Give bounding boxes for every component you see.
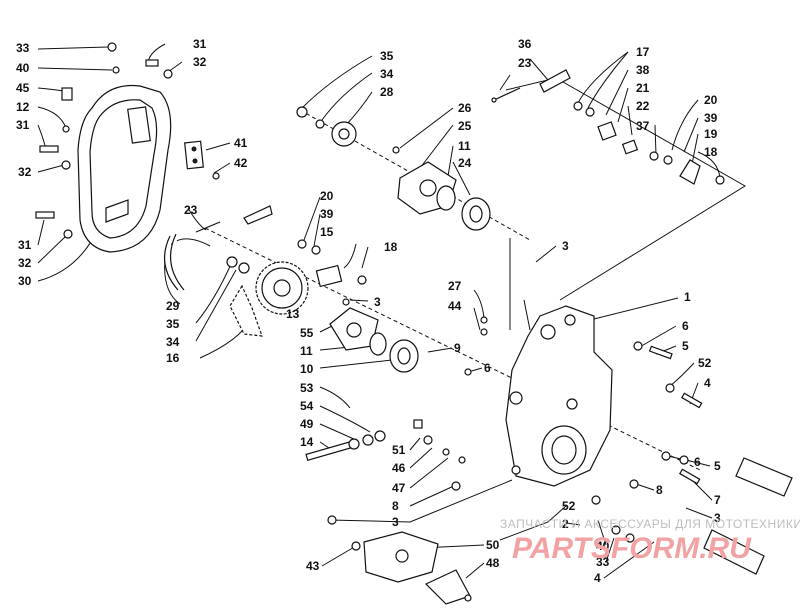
callout-label-6: 6 — [682, 319, 689, 333]
callout-label-5: 5 — [682, 339, 689, 353]
callout-label-5: 5 — [714, 459, 721, 473]
chaincase-cover — [77, 84, 172, 253]
bolt-14-stack — [305, 419, 466, 491]
callout-label-37: 37 — [636, 119, 650, 133]
callout-label-52: 52 — [562, 499, 576, 513]
callout-label-9: 9 — [454, 341, 461, 355]
tensioner-parts — [491, 69, 725, 185]
callout-label-49: 49 — [300, 417, 314, 431]
callout-label-35: 35 — [166, 317, 180, 331]
callout-labels: 3340451231323132303132414235342826251124… — [16, 37, 721, 585]
callout-label-3: 3 — [714, 511, 721, 525]
callout-label-26: 26 — [458, 101, 472, 115]
callout-label-31: 31 — [16, 118, 30, 132]
callout-label-14: 14 — [300, 435, 314, 449]
callout-label-11: 11 — [300, 344, 313, 358]
callout-label-34: 34 — [380, 67, 394, 81]
callout-label-12: 12 — [16, 100, 30, 114]
callout-label-3: 3 — [392, 515, 399, 529]
callout-label-32: 32 — [18, 165, 32, 179]
callout-label-41: 41 — [234, 136, 248, 150]
bearing-housing-55 — [329, 298, 419, 373]
small-fasteners — [35, 42, 220, 239]
callout-label-6: 6 — [694, 455, 701, 469]
callout-label-22: 22 — [636, 99, 650, 113]
callout-label-6: 6 — [484, 361, 491, 375]
bearing-housing-25 — [392, 146, 491, 231]
callout-label-25: 25 — [458, 119, 472, 133]
callout-label-7: 7 — [714, 493, 721, 507]
callout-label-39: 39 — [704, 111, 718, 125]
callout-label-46: 46 — [392, 461, 406, 475]
callout-label-8: 8 — [392, 499, 399, 513]
callout-label-3: 3 — [562, 239, 569, 253]
callout-label-42: 42 — [234, 156, 248, 170]
watermark-tagline: ЗАПЧАСТИ И АКСЕССУАРЫ ДЛЯ МОТОТЕХНИКИ — [500, 517, 800, 531]
drive-sprocket-13 — [226, 256, 309, 315]
callout-label-28: 28 — [380, 85, 394, 99]
callout-label-20: 20 — [320, 189, 334, 203]
callout-label-45: 45 — [16, 81, 30, 95]
callout-label-52: 52 — [698, 356, 712, 370]
callout-label-54: 54 — [300, 399, 314, 413]
chain-16 — [229, 284, 263, 337]
shaft-4 — [703, 457, 793, 575]
sprocket-28 — [296, 106, 357, 147]
callout-label-18: 18 — [384, 240, 398, 254]
callout-label-23: 23 — [518, 56, 532, 70]
chain-guide-29 — [163, 233, 185, 291]
callout-label-53: 53 — [300, 381, 314, 395]
callout-label-15: 15 — [320, 225, 334, 239]
watermark-brand: PARTSFORM.RU — [512, 532, 752, 565]
callout-label-1: 1 — [684, 290, 691, 304]
watermark: ЗАПЧАСТИ И АКСЕССУАРЫ ДЛЯ МОТОТЕХНИКИ PA… — [500, 517, 800, 565]
callout-label-55: 55 — [300, 326, 314, 340]
callout-label-33: 33 — [596, 555, 610, 569]
callout-label-11: 11 — [458, 139, 471, 153]
callout-label-16: 16 — [166, 351, 180, 365]
callout-label-48: 48 — [486, 556, 500, 570]
callout-label-13: 13 — [286, 307, 300, 321]
callout-label-3: 3 — [374, 295, 381, 309]
callout-label-31: 31 — [193, 37, 207, 51]
chaincase-housing-1 — [505, 305, 613, 487]
callout-label-30: 30 — [18, 274, 32, 288]
callout-label-50: 50 — [486, 538, 500, 552]
callout-label-29: 29 — [166, 299, 180, 313]
callout-label-23: 23 — [184, 203, 198, 217]
callout-label-32: 32 — [193, 55, 207, 69]
callout-label-8: 8 — [656, 483, 663, 497]
callout-label-24: 24 — [458, 156, 472, 170]
callout-label-20: 20 — [704, 93, 718, 107]
callout-label-32: 32 — [18, 256, 32, 270]
callout-label-17: 17 — [636, 45, 650, 59]
callout-label-44: 44 — [448, 299, 462, 313]
bracket-41 — [184, 140, 204, 170]
callout-label-27: 27 — [448, 279, 462, 293]
callout-label-47: 47 — [392, 481, 406, 495]
callout-label-36: 36 — [518, 37, 532, 51]
callout-label-34: 34 — [166, 335, 180, 349]
tensioner-left — [195, 205, 367, 288]
callout-label-4: 4 — [594, 571, 601, 585]
bolts-right — [464, 316, 703, 543]
callout-label-10: 10 — [300, 362, 314, 376]
callout-label-40: 40 — [596, 539, 610, 553]
callout-label-2: 2 — [562, 517, 569, 531]
callout-label-35: 35 — [380, 49, 394, 63]
callout-label-51: 51 — [392, 443, 406, 457]
callout-label-39: 39 — [320, 207, 334, 221]
callout-label-19: 19 — [704, 127, 718, 141]
brake-caliper-50 — [327, 515, 472, 605]
callout-label-4: 4 — [704, 376, 711, 390]
callout-label-18: 18 — [704, 145, 718, 159]
callout-label-31: 31 — [18, 238, 32, 252]
callout-label-38: 38 — [636, 63, 650, 77]
callout-label-40: 40 — [16, 61, 30, 75]
callout-label-43: 43 — [306, 559, 320, 573]
callout-label-33: 33 — [16, 41, 30, 55]
callout-label-21: 21 — [636, 81, 650, 95]
